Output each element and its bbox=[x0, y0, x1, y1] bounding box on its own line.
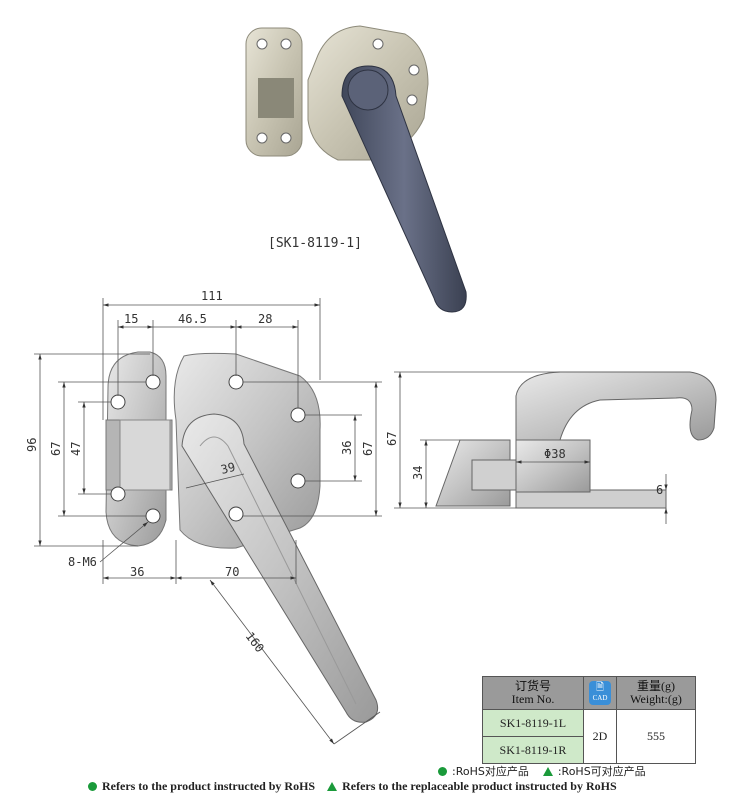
rohs-en-a: Refers to the product instructed by RoHS bbox=[102, 779, 316, 793]
side-view: 67 34 Φ38 6 bbox=[385, 371, 717, 524]
header-weight-en: Weight:(g) bbox=[630, 692, 682, 706]
rohs-triangle-icon bbox=[327, 782, 338, 791]
front-dimension-lines bbox=[34, 298, 382, 745]
dim-47: 47 bbox=[69, 442, 83, 456]
dim-46-5: 46.5 bbox=[178, 312, 207, 326]
dim-96: 96 bbox=[25, 438, 39, 452]
dim-111: 111 bbox=[201, 289, 223, 303]
side-dim-phi38: Φ38 bbox=[544, 447, 566, 461]
rohs-dot-icon bbox=[88, 782, 97, 791]
dim-67-right: 67 bbox=[361, 442, 375, 456]
weight-value: 555 bbox=[616, 709, 696, 764]
dim-28: 28 bbox=[258, 312, 272, 326]
side-strike-block bbox=[435, 439, 523, 507]
header-weight: 重量(g) Weight:(g) bbox=[616, 676, 696, 710]
header-cad: 🗎 CAD bbox=[583, 676, 617, 710]
side-dim-34: 34 bbox=[411, 466, 425, 480]
spec-table: 订货号 Item No. 🗎 CAD 重量(g) Weight:(g) SK1-… bbox=[482, 676, 696, 764]
rohs-en-b: Refers to the replaceable product instru… bbox=[342, 779, 617, 793]
side-dim-67: 67 bbox=[385, 432, 399, 446]
rohs-legend-en: Refers to the product instructed by RoHS… bbox=[88, 779, 617, 794]
side-body bbox=[515, 371, 717, 509]
item-no-row-1[interactable]: SK1-8119-1L bbox=[482, 709, 584, 737]
header-item-no: 订货号 Item No. bbox=[482, 676, 584, 710]
front-strike-plate bbox=[105, 351, 173, 547]
dim-39: 39 bbox=[219, 460, 236, 477]
rohs-triangle-icon bbox=[542, 767, 553, 776]
rohs-dot-icon bbox=[438, 767, 447, 776]
item-no-row-2[interactable]: SK1-8119-1R bbox=[482, 736, 584, 764]
photo-strike-plate bbox=[245, 27, 303, 157]
cad-file-icon: 🗎 CAD bbox=[589, 681, 611, 705]
dim-36-bottom: 36 bbox=[130, 565, 144, 579]
dim-36-right: 36 bbox=[340, 441, 354, 455]
header-item-no-cn: 订货号 bbox=[514, 679, 551, 693]
header-weight-cn: 重量(g) bbox=[637, 679, 675, 693]
cad-label: CAD bbox=[592, 694, 608, 702]
product-photo: [SK1-8119-1] bbox=[245, 25, 467, 313]
model-label: [SK1-8119-1] bbox=[268, 236, 362, 251]
header-item-no-en: Item No. bbox=[511, 692, 555, 706]
dim-8-m6: 8-M6 bbox=[68, 555, 97, 569]
front-view: 111 15 46.5 28 96 67 47 36 67 39 8-M6 36… bbox=[25, 289, 382, 745]
rohs-legend-cn: :RoHS对应产品 :RoHS可对应产品 bbox=[438, 763, 646, 779]
side-dimension-lines bbox=[394, 371, 668, 524]
cad-value[interactable]: 2D bbox=[583, 709, 617, 764]
dim-160: 160 bbox=[243, 629, 267, 655]
dim-15: 15 bbox=[124, 312, 138, 326]
dim-67-left: 67 bbox=[49, 442, 63, 456]
dim-70: 70 bbox=[225, 565, 239, 579]
photo-handle bbox=[341, 65, 467, 313]
rohs-cn-a: :RoHS对应产品 bbox=[452, 765, 529, 778]
side-dim-6: 6 bbox=[656, 483, 663, 497]
rohs-cn-b: :RoHS可对应产品 bbox=[557, 765, 646, 778]
